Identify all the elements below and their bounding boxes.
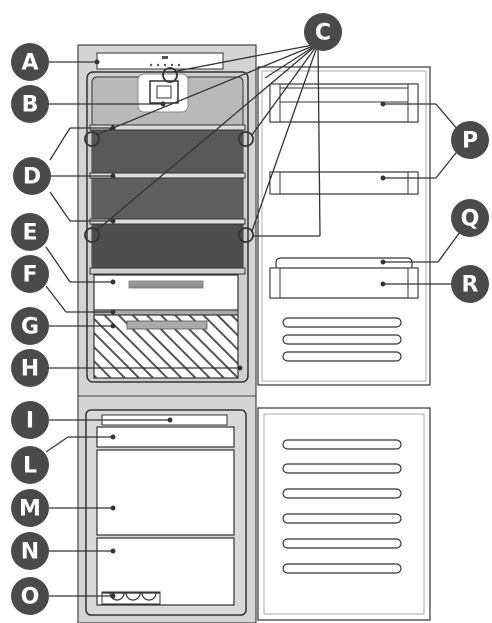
callout-B: B [11,85,49,123]
callout-R: R [451,265,489,303]
freezer-drawer-middle [96,449,235,536]
callout-letter: M [19,497,41,522]
callout-letter: N [21,540,39,565]
shelf-support-left-2 [84,227,100,243]
callout-letter: E [22,221,37,246]
callout-letter: B [22,93,39,118]
shelf-support-top-left [162,67,178,83]
freezer-drawer-bottom [96,537,235,606]
control-panel-buttons [149,56,181,67]
ice-tray [102,592,160,601]
ice-tray-base [101,591,161,605]
callout-D: D [13,157,51,195]
shelf-zone-3 [92,224,243,270]
shelf-zone-1 [92,130,243,174]
callout-O: O [11,577,49,615]
shelf-support-right-2 [238,227,254,243]
callout-letter: O [21,585,40,610]
callout-letter: P [462,129,478,154]
callout-letter: A [21,51,38,76]
fridge-door-inner [261,70,427,382]
callout-letter: R [462,273,479,298]
callout-letter: D [23,165,41,190]
fresh-zone-handle [126,320,208,330]
callout-N: N [11,532,49,570]
leader-lines [45,43,464,599]
callout-P: P [451,121,489,159]
shelf-support-right-1 [238,131,254,147]
crisper-drawer [93,274,239,311]
control-panel [96,52,224,70]
drawer-divider [93,309,239,316]
callout-A: A [11,43,49,81]
callout-L: L [11,446,49,484]
callout-letter: G [21,315,39,340]
callout-letter: F [22,263,37,288]
callout-letter: I [26,409,34,434]
callout-H: H [11,349,49,387]
freezer-drawer-top [96,426,235,448]
callout-F: F [11,255,49,293]
callout-M: M [11,489,49,527]
shelf-zone-2 [92,178,243,220]
callout-G: G [11,307,49,345]
door-balcony-middle [269,171,419,195]
bottle-shelf [269,267,419,299]
shelf-support-left-1 [84,131,100,147]
fridge-door-ribs [282,317,402,362]
callout-letter: C [315,21,331,46]
freezer-door-inner [263,413,425,615]
light-bulb [156,85,172,99]
crisper-handle [128,280,204,289]
callout-letter: H [21,357,39,382]
crisper-cover [89,267,246,275]
freezer-door-ribs [282,439,402,574]
callout-C: C [304,13,342,51]
callout-letter: L [23,454,37,479]
callout-letter: Q [461,207,480,232]
callout-E: E [11,213,49,251]
callout-I: I [11,401,49,439]
callout-Q: Q [451,199,489,237]
